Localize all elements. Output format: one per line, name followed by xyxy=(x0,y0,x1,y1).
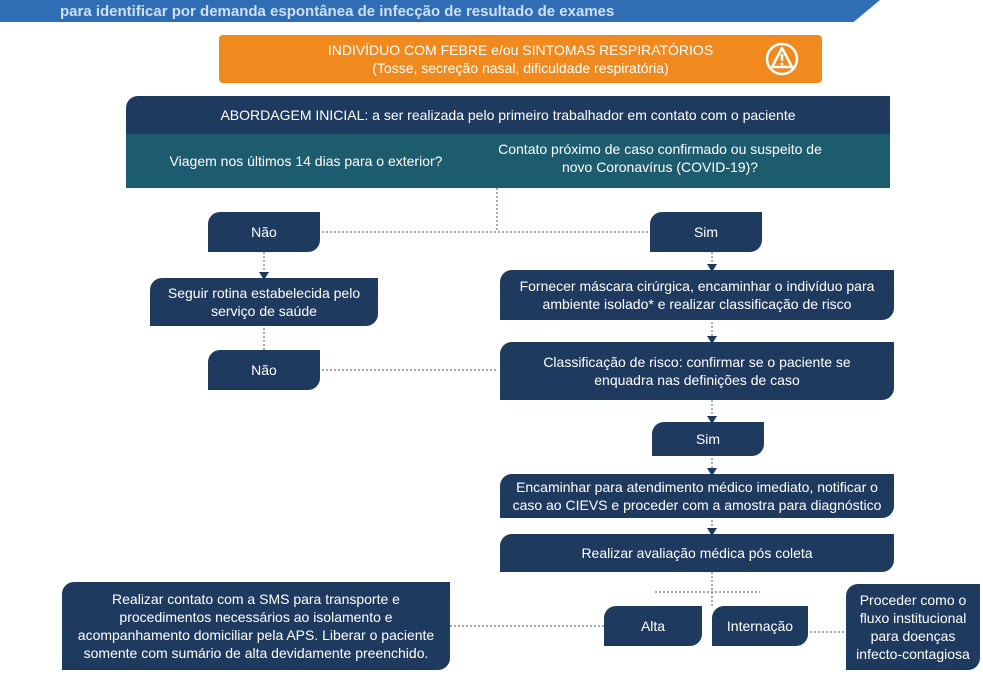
node-encaminhar-atendimento: Encaminhar para atendimento médico imedi… xyxy=(500,474,894,518)
initial-approach-title: ABORDAGEM INICIAL: a ser realizada pelo … xyxy=(126,96,890,134)
question-travel: Viagem nos últimos 14 dias para o exteri… xyxy=(169,153,443,169)
node-internacao: Internação xyxy=(712,606,808,646)
node-contato-sms: Realizar contato com a SMS para transpor… xyxy=(62,582,450,670)
node-sim-1: Sim xyxy=(650,212,762,252)
node-avaliacao-medica: Realizar avaliação médica pós coleta xyxy=(500,534,894,572)
question-contact: Contato próximo de caso confirmado ou su… xyxy=(498,141,822,175)
node-seguir-rotina: Seguir rotina estabelecida pelo serviço … xyxy=(150,278,378,326)
node-alta: Alta xyxy=(604,606,702,646)
warning-triangle-icon xyxy=(765,42,799,76)
header-line1: INDIVÍDUO COM FEBRE e/ou SINTOMAS RESPIR… xyxy=(327,42,714,58)
node-sim-2: Sim xyxy=(652,422,764,456)
node-classificacao-risco: Classificação de risco: confirmar se o p… xyxy=(500,342,894,400)
header-line2: (Tosse, secreção nasal, dificuldade resp… xyxy=(372,60,669,76)
top-banner: para identificar por demanda espontânea … xyxy=(0,0,880,22)
node-fornecer-mascara: Fornecer máscara cirúrgica, encaminhar o… xyxy=(500,270,894,320)
header-box: INDIVÍDUO COM FEBRE e/ou SINTOMAS RESPIR… xyxy=(219,35,822,83)
node-nao-2: Não xyxy=(208,350,320,390)
node-nao-1: Não xyxy=(208,212,320,252)
initial-questions: Viagem nos últimos 14 dias para o exteri… xyxy=(126,134,890,188)
node-proceder-fluxo: Proceder como o fluxo institucional para… xyxy=(846,584,980,670)
